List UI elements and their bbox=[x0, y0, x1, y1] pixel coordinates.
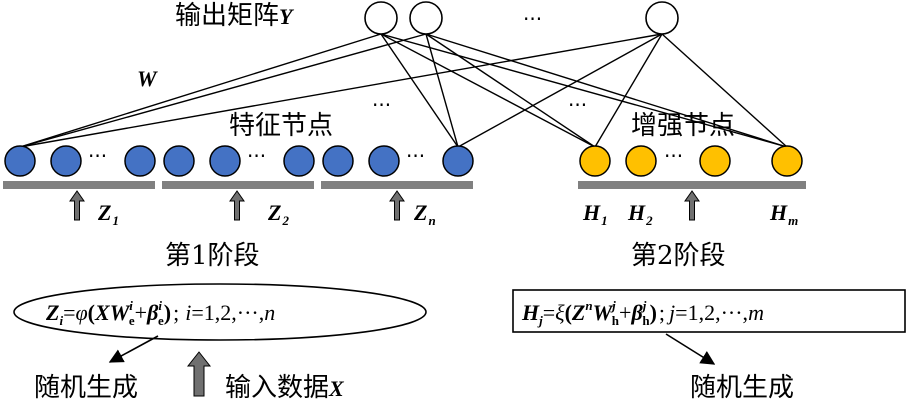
feature-group2-ellipsis: ··· bbox=[247, 144, 266, 168]
feature-node bbox=[322, 145, 354, 177]
feature-bar-1 bbox=[3, 181, 155, 189]
h2-label: H2 bbox=[627, 200, 653, 228]
enhance-nodes bbox=[579, 145, 803, 177]
output-ellipsis: ··· bbox=[523, 7, 542, 31]
random2-arrow bbox=[665, 333, 716, 365]
weight-connection bbox=[425, 33, 459, 148]
formula2-box bbox=[512, 289, 906, 333]
stage1-label: 第1阶段 bbox=[165, 241, 260, 271]
feature-nodes-title: 特征节点 bbox=[229, 111, 333, 141]
feature-node bbox=[4, 145, 36, 177]
weight-connection bbox=[19, 33, 382, 148]
up-arrow-icon bbox=[389, 190, 405, 221]
feature-node bbox=[124, 145, 156, 177]
weight-label: W bbox=[137, 66, 158, 91]
output-node-2 bbox=[409, 1, 443, 35]
weight-connection bbox=[380, 33, 596, 148]
feature-nodes bbox=[4, 145, 474, 177]
up-arrow-icon bbox=[684, 190, 700, 221]
feature-node bbox=[442, 145, 474, 177]
z1-label: Z1 bbox=[97, 200, 119, 228]
enhance-ellipsis: ··· bbox=[664, 144, 683, 168]
feature-bar-2 bbox=[162, 181, 314, 189]
weight-connection bbox=[661, 33, 788, 148]
random1-label: 随机生成 bbox=[34, 373, 138, 403]
z2-label: Z2 bbox=[267, 200, 289, 228]
connection-lines bbox=[19, 33, 788, 148]
output-title: 输出矩阵Y bbox=[175, 1, 295, 31]
stage2-label: 第2阶段 bbox=[631, 241, 726, 271]
up-arrow-icon bbox=[229, 190, 245, 221]
enhance-bar bbox=[578, 181, 806, 189]
output-node-m bbox=[645, 1, 679, 35]
formula1-ellipse bbox=[13, 283, 427, 341]
feature-node bbox=[209, 145, 241, 177]
enhance-node bbox=[771, 145, 803, 177]
weight-connection bbox=[425, 33, 596, 148]
input-up-arrow-icon bbox=[186, 351, 212, 397]
random2-label: 随机生成 bbox=[690, 373, 794, 403]
feature-node bbox=[50, 145, 82, 177]
weight-connection bbox=[594, 33, 663, 148]
zn-label: Zn bbox=[413, 200, 436, 228]
weight-connection bbox=[19, 33, 663, 148]
input-data-label: 输入数据X bbox=[225, 373, 345, 403]
feature-mid-ellipsis: ··· bbox=[372, 93, 391, 117]
weight-connection bbox=[380, 33, 788, 148]
random1-arrow bbox=[108, 335, 159, 363]
feature-node bbox=[368, 145, 400, 177]
weight-connection bbox=[19, 33, 427, 148]
enhance-mid-ellipsis: ··· bbox=[568, 93, 587, 117]
feature-node bbox=[163, 145, 195, 177]
weight-connection bbox=[457, 33, 663, 148]
feature-group1-ellipsis: ··· bbox=[88, 144, 107, 168]
enhance-nodes-title: 增强节点 bbox=[631, 111, 735, 141]
enhance-node bbox=[699, 145, 731, 177]
up-arrow-icon bbox=[69, 190, 85, 221]
hm-label: Hm bbox=[769, 200, 798, 228]
enhance-node bbox=[625, 145, 657, 177]
h1-label: H1 bbox=[582, 200, 608, 228]
weight-connection bbox=[425, 33, 788, 148]
output-node-1 bbox=[364, 1, 398, 35]
feature-node bbox=[283, 145, 315, 177]
feature-bar-n bbox=[321, 181, 473, 189]
enhance-node bbox=[579, 145, 611, 177]
weight-connection bbox=[380, 33, 459, 148]
feature-groupn-ellipsis: ··· bbox=[406, 144, 425, 168]
